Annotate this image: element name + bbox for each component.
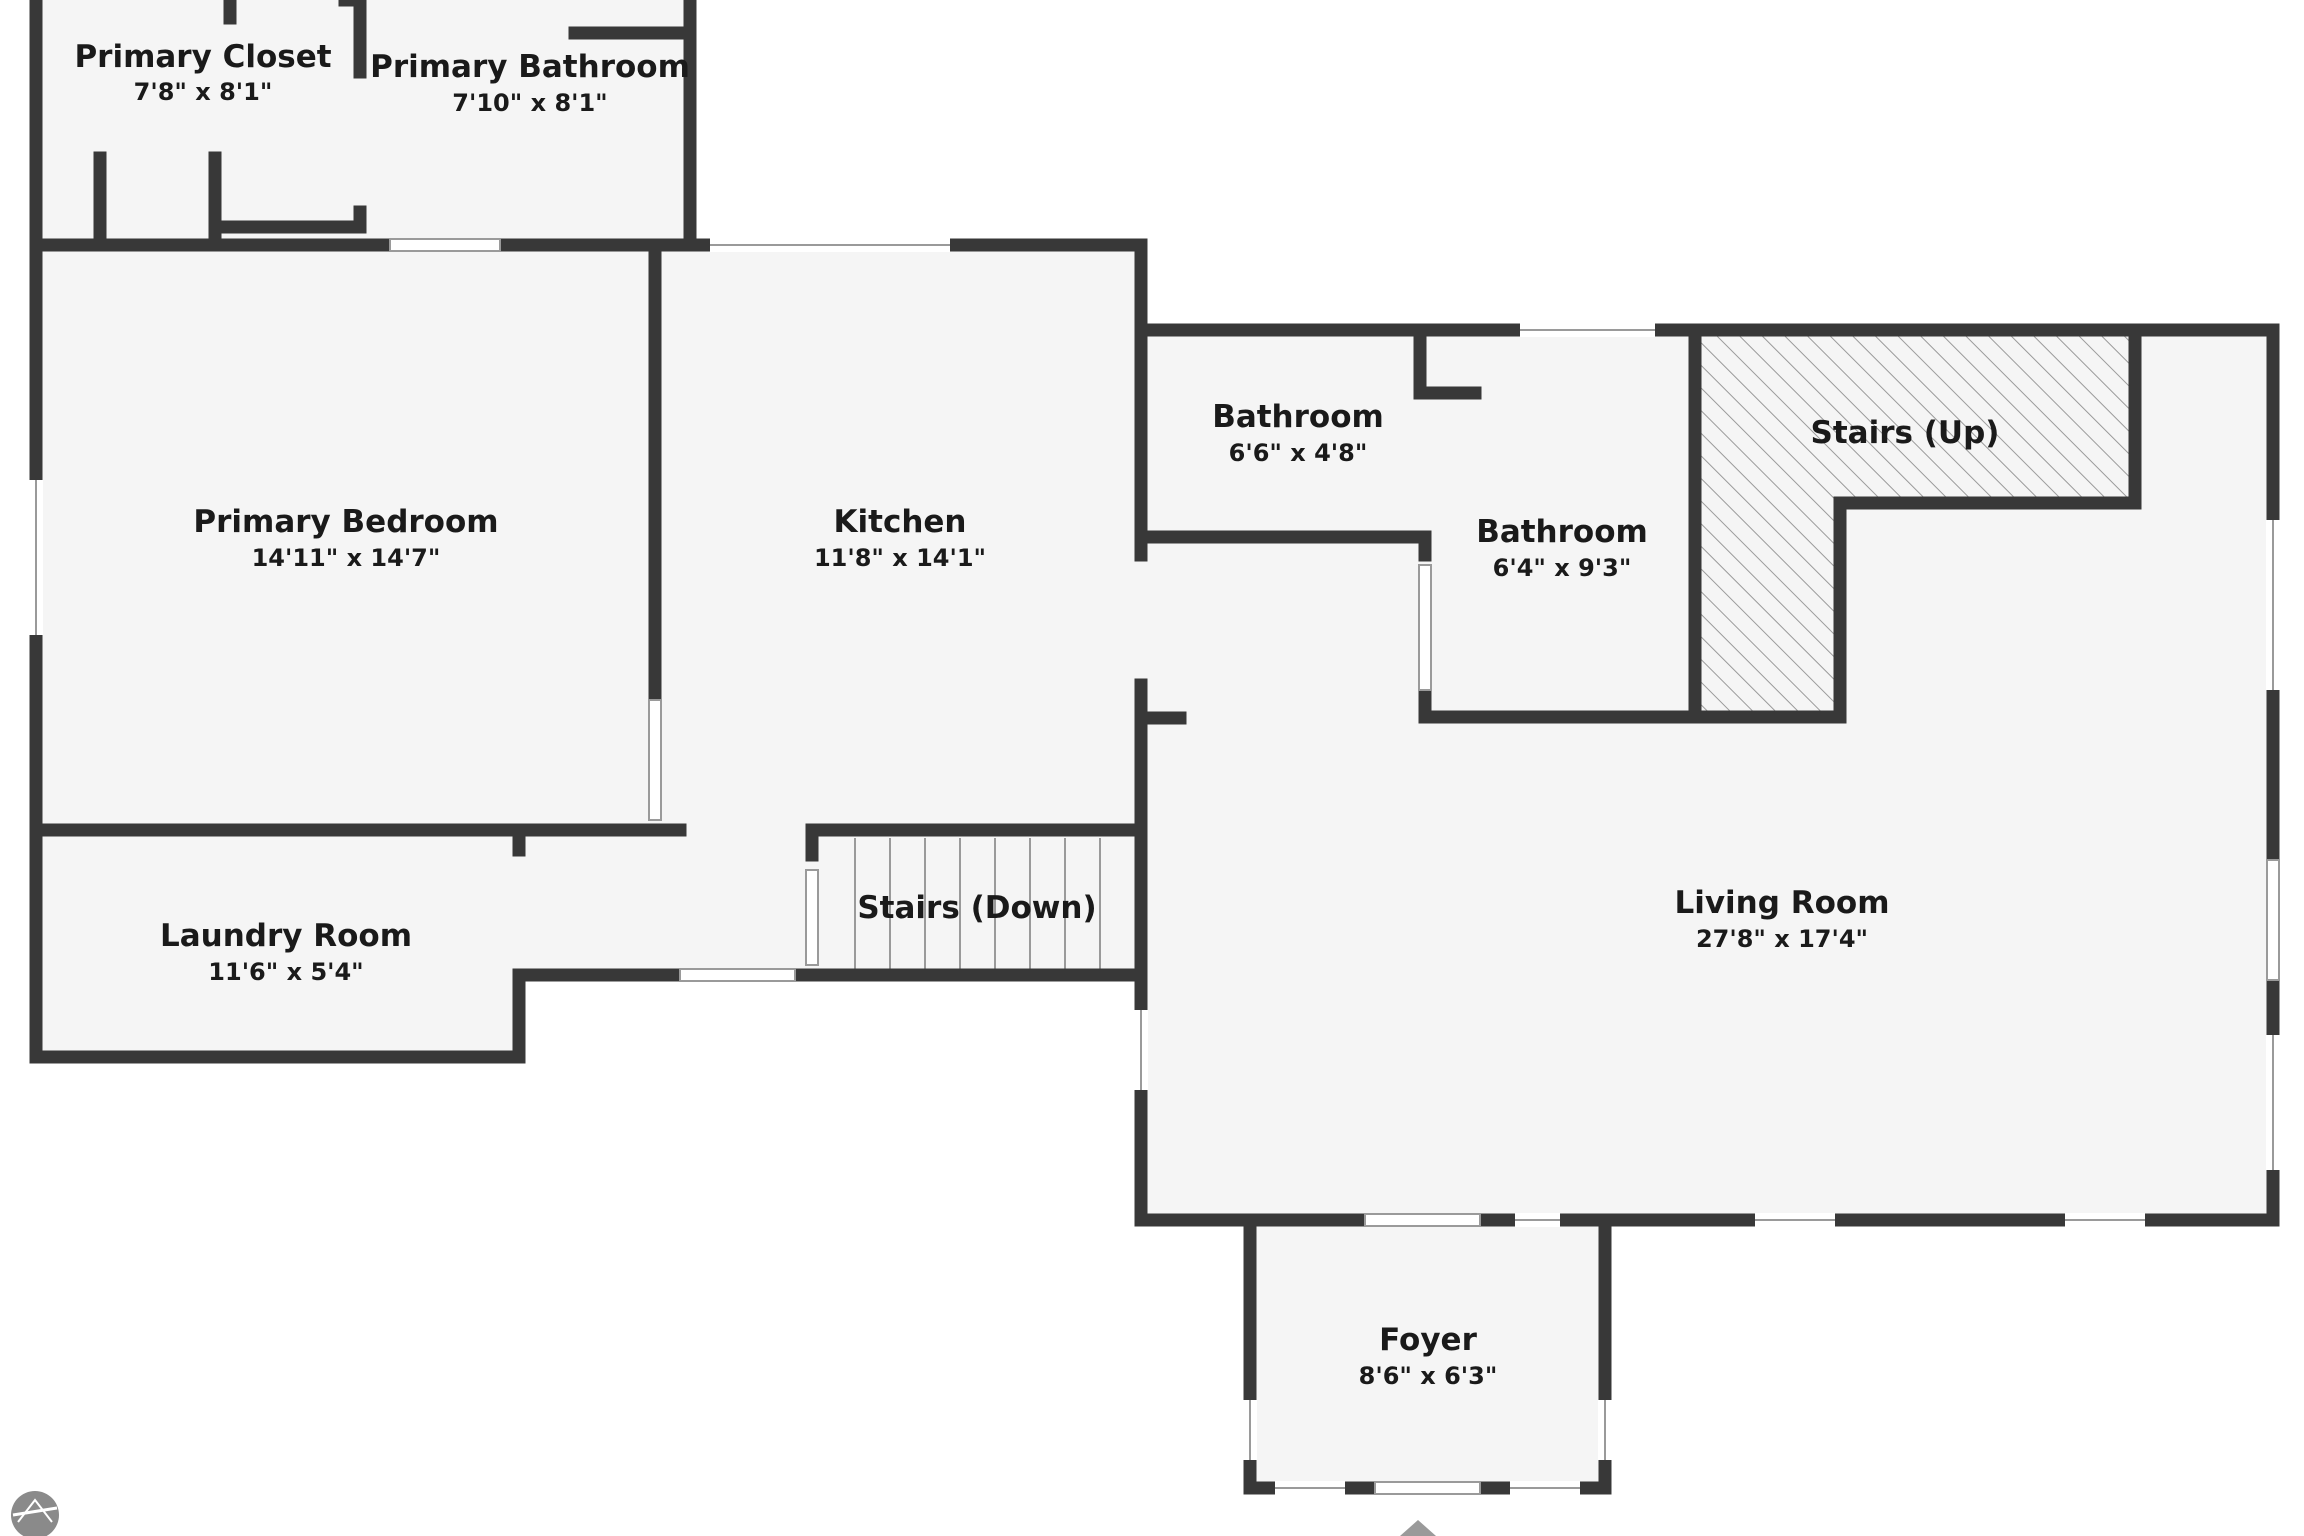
room-dims: 14'11" x 14'7" — [252, 544, 441, 572]
room-laundry-room: Laundry Room 11'6" x 5'4" — [160, 918, 412, 986]
room-foyer: Foyer 8'6" x 6'3" — [1359, 1322, 1498, 1390]
room-kitchen: Kitchen 11'8" x 14'1" — [814, 504, 986, 572]
room-name: Foyer — [1379, 1322, 1477, 1358]
room-living-room: Living Room 27'8" x 17'4" — [1674, 885, 1889, 953]
room-dims: 7'8" x 8'1" — [134, 78, 273, 106]
room-primary-bathroom: Primary Bathroom 7'10" x 8'1" — [370, 49, 690, 117]
compass-logo-icon — [11, 1491, 59, 1536]
room-dims: 8'6" x 6'3" — [1359, 1362, 1498, 1390]
room-name: Bathroom — [1212, 399, 1384, 435]
stairs-up-label: Stairs (Up) — [1811, 415, 2000, 451]
room-bathroom-small: Bathroom 6'6" x 4'8" — [1212, 399, 1384, 467]
floor-fills — [36, 0, 2273, 1488]
stairs-up-area — [1700, 336, 2135, 717]
room-bathroom-large: Bathroom 6'4" x 9'3" — [1476, 514, 1648, 582]
room-name: Primary Bedroom — [193, 504, 498, 540]
room-name: Laundry Room — [160, 918, 412, 954]
room-name: Primary Bathroom — [370, 49, 690, 85]
room-dims: 27'8" x 17'4" — [1696, 925, 1868, 953]
windows — [29, 238, 2280, 1495]
room-name: Kitchen — [833, 504, 966, 540]
room-dims: 6'4" x 9'3" — [1493, 554, 1632, 582]
room-primary-bedroom: Primary Bedroom 14'11" x 14'7" — [193, 504, 498, 572]
room-name: Living Room — [1674, 885, 1889, 921]
doors — [389, 238, 2280, 1495]
stairs-down-label: Stairs (Down) — [857, 890, 1096, 926]
entrance-arrow-icon — [1400, 1520, 1436, 1536]
room-dims: 7'10" x 8'1" — [452, 89, 607, 117]
stairs-down-treads — [820, 838, 1134, 973]
room-dims: 6'6" x 4'8" — [1229, 439, 1368, 467]
room-name: Bathroom — [1476, 514, 1648, 550]
walls — [29, 0, 2280, 1495]
room-dims: 11'6" x 5'4" — [208, 958, 363, 986]
room-dims: 11'8" x 14'1" — [814, 544, 986, 572]
room-name: Primary Closet — [74, 39, 331, 75]
room-primary-closet: Primary Closet 7'8" x 8'1" — [74, 39, 331, 106]
